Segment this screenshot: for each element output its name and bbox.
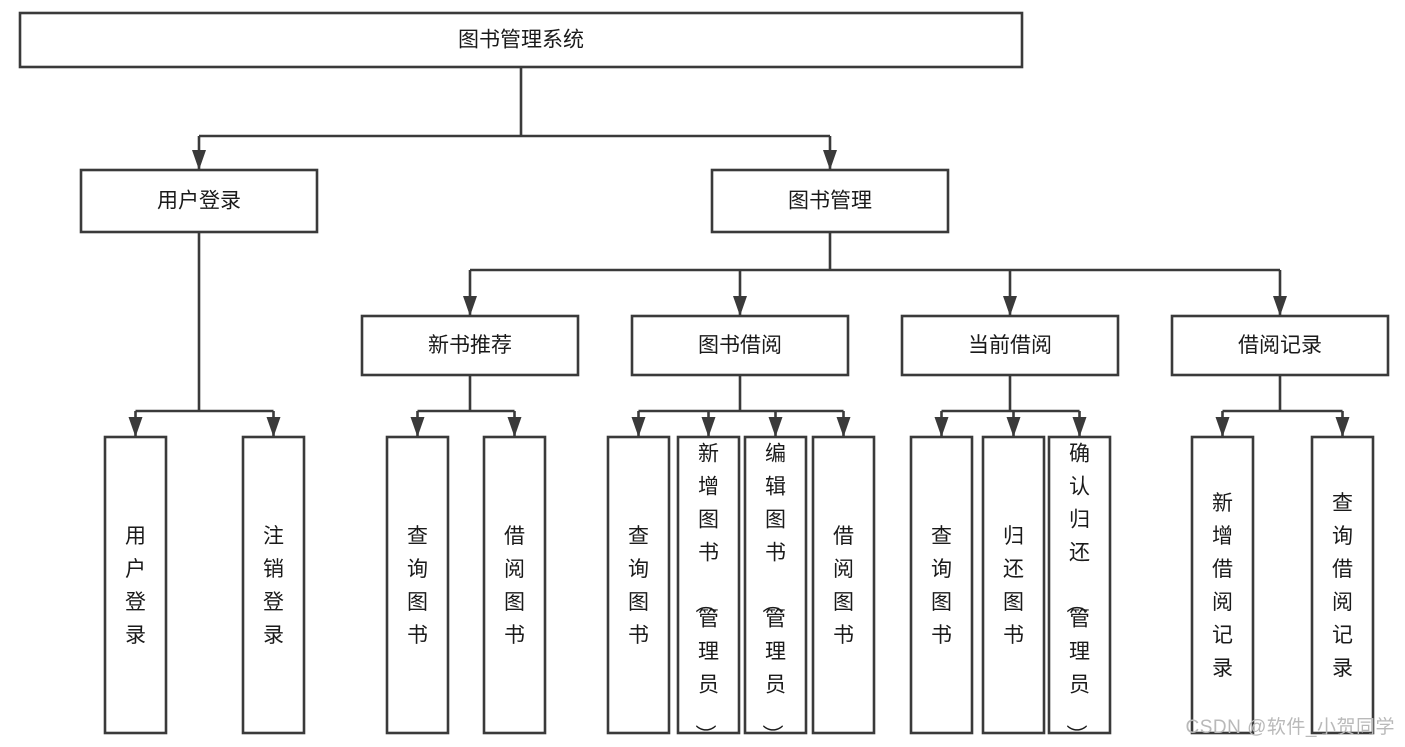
node-label: 编辑图书（管理员） <box>760 442 786 745</box>
arrow-head <box>823 150 837 170</box>
node-current-borrow[interactable]: 当前借阅 <box>900 314 1120 377</box>
node-leaf-edit-book[interactable]: 编辑图书（管理员） <box>743 435 808 745</box>
node-leaf-query-book-1[interactable]: 查询图书 <box>385 435 450 735</box>
node-leaf-borrow-book-2[interactable]: 借阅图书 <box>811 435 876 735</box>
node-box[interactable] <box>385 435 450 735</box>
node-leaf-query-record[interactable]: 查询借阅记录 <box>1310 435 1375 735</box>
arrow-head <box>410 417 425 437</box>
edge-group-borrow-record <box>1215 375 1350 437</box>
arrow-head <box>701 417 716 437</box>
edge-group-current-borrow <box>934 375 1087 437</box>
node-leaf-return-book[interactable]: 归还图书 <box>981 435 1046 735</box>
arrow-head <box>934 417 949 437</box>
node-box[interactable] <box>909 435 974 735</box>
node-label: 新增图书（管理员） <box>693 442 719 745</box>
node-leaf-user-login[interactable]: 用户登录 <box>103 435 168 735</box>
node-label: 图书管理 <box>788 190 872 213</box>
node-label: 图书借阅 <box>698 334 782 357</box>
arrow-head <box>266 417 281 437</box>
edge-group-user-login <box>128 232 281 437</box>
edge-group-root <box>192 67 837 170</box>
connector-layer <box>128 67 1350 437</box>
arrow-head <box>1003 296 1017 316</box>
node-leaf-add-record[interactable]: 新增借阅记录 <box>1190 435 1255 735</box>
node-box[interactable] <box>630 314 850 377</box>
edge-group-book-manage <box>463 232 1287 316</box>
node-box[interactable] <box>1190 435 1255 735</box>
node-leaf-confirm-return[interactable]: 确认归还（管理员） <box>1047 435 1112 745</box>
node-box[interactable] <box>1170 314 1390 377</box>
node-leaf-logout[interactable]: 注销登录 <box>241 435 306 735</box>
arrow-head <box>1072 417 1087 437</box>
node-book-manage[interactable]: 图书管理 <box>710 168 950 234</box>
node-box[interactable] <box>241 435 306 735</box>
node-box[interactable] <box>1047 435 1112 735</box>
arrow-head <box>733 296 747 316</box>
node-label: 查询借阅记录 <box>1332 492 1353 680</box>
node-label: 借阅图书 <box>504 525 525 647</box>
arrow-head <box>768 417 783 437</box>
node-label: 注销登录 <box>263 525 284 647</box>
node-label: 借阅记录 <box>1238 334 1322 357</box>
node-label: 查询图书 <box>628 525 649 647</box>
arrow-head <box>128 417 143 437</box>
node-leaf-query-book-2[interactable]: 查询图书 <box>606 435 671 735</box>
node-box[interactable] <box>360 314 580 377</box>
node-box[interactable] <box>743 435 808 735</box>
arrow-head <box>192 150 206 170</box>
node-label: 新增借阅记录 <box>1212 492 1233 680</box>
arrow-head <box>1215 417 1230 437</box>
node-borrow-record[interactable]: 借阅记录 <box>1170 314 1390 377</box>
arrow-head <box>1006 417 1021 437</box>
node-label: 新书推荐 <box>428 334 512 357</box>
arrow-head <box>463 296 477 316</box>
node-leaf-query-book-3[interactable]: 查询图书 <box>909 435 974 735</box>
node-label: 用户登录 <box>157 190 241 213</box>
node-root[interactable]: 图书管理系统 <box>18 11 1024 69</box>
node-new-book-rec[interactable]: 新书推荐 <box>360 314 580 377</box>
node-box[interactable] <box>606 435 671 735</box>
node-box[interactable] <box>18 11 1024 69</box>
node-layer: 图书管理系统用户登录图书管理新书推荐图书借阅当前借阅借阅记录用户登录注销登录查询… <box>18 11 1390 745</box>
node-box[interactable] <box>103 435 168 735</box>
node-label: 图书管理系统 <box>458 29 584 52</box>
node-label: 归还图书 <box>1003 525 1024 647</box>
node-box[interactable] <box>482 435 547 735</box>
node-box[interactable] <box>710 168 950 234</box>
node-box[interactable] <box>900 314 1120 377</box>
arrow-head <box>836 417 851 437</box>
node-box[interactable] <box>79 168 319 234</box>
node-label: 当前借阅 <box>968 334 1052 357</box>
arrow-head <box>1335 417 1350 437</box>
node-box[interactable] <box>676 435 741 735</box>
arrow-head <box>507 417 522 437</box>
arrow-head <box>631 417 646 437</box>
node-box[interactable] <box>811 435 876 735</box>
node-label: 确认归还（管理员） <box>1064 442 1090 745</box>
node-label: 查询图书 <box>931 525 952 647</box>
node-box[interactable] <box>1310 435 1375 735</box>
arrow-head <box>1273 296 1287 316</box>
node-leaf-borrow-book-1[interactable]: 借阅图书 <box>482 435 547 735</box>
node-leaf-add-book[interactable]: 新增图书（管理员） <box>676 435 741 745</box>
node-user-login[interactable]: 用户登录 <box>79 168 319 234</box>
edge-group-new-book-rec <box>410 375 522 437</box>
node-label: 借阅图书 <box>833 525 854 647</box>
node-label: 查询图书 <box>407 525 428 647</box>
node-box[interactable] <box>981 435 1046 735</box>
node-book-borrow[interactable]: 图书借阅 <box>630 314 850 377</box>
node-label: 用户登录 <box>125 525 146 647</box>
edge-group-book-borrow <box>631 375 851 437</box>
